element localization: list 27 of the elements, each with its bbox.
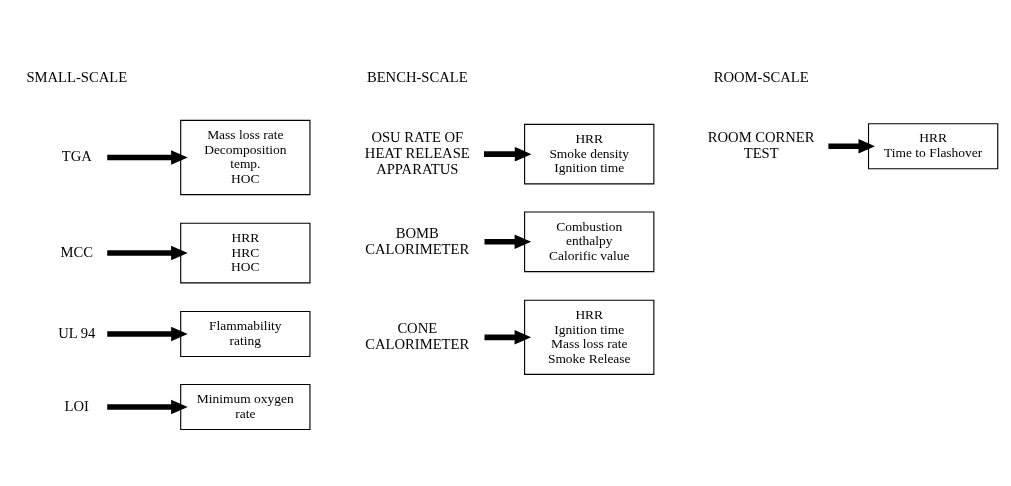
node-box: Flammability rating [180,310,311,357]
node-text: ROOM CORNER TEST [707,128,815,161]
node-text: LOI [64,397,89,414]
node-box: HRR Ignition time Mass loss rate Smoke Release [524,299,655,375]
node-text: TGA [61,147,92,164]
node-text: BOMB CALORIMETER [365,224,470,256]
arrow [107,326,188,341]
arrow [484,146,532,161]
arrow [484,234,532,249]
arrow [107,245,188,260]
node-box: HRR Time to Flashover [867,122,999,169]
arrow [107,399,188,414]
node-box: HRR Smoke density Ignition time [524,123,655,184]
node-box: Combustion enthalpy Calorific value [524,210,655,272]
node-text: UL 94 [58,324,96,341]
arrow [484,329,532,345]
node-text: CONE CALORIMETER [365,319,470,352]
arrow [828,138,876,154]
label: ROOM-SCALE [713,68,809,85]
node-text: OSU RATE OF HEAT RELEASE APPARATUS [364,128,470,177]
arrow [107,149,188,165]
node-text: MCC [60,243,93,260]
node-box: Mass loss rate Decomposition temp. HOC [180,119,311,195]
label: SMALL-SCALE [26,68,128,85]
node-box: HRR HRC HOC [180,222,311,283]
label: BENCH-SCALE [366,68,468,85]
node-box: Minimum oxygen rate [180,383,311,430]
